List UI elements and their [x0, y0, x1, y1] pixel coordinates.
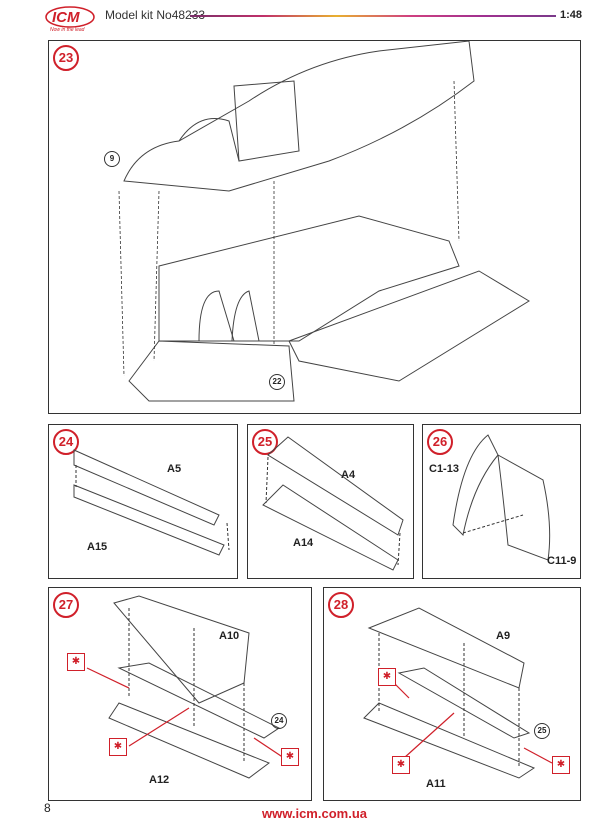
ref-step-22: 22: [269, 374, 285, 390]
part-label: A15: [87, 541, 108, 553]
stabilizer-drawing: [363, 607, 553, 779]
stabilizer-drawing: [86, 595, 285, 779]
step-number: 25: [252, 429, 278, 455]
icm-logo: ICM: [44, 4, 96, 30]
step-23-panel: 23 9 22: [48, 40, 581, 414]
part-label: C11-9: [547, 555, 577, 567]
logo-tagline: Now in the lead: [50, 27, 85, 33]
part-label: A9: [496, 630, 511, 642]
ref-step-24: 24: [271, 713, 287, 729]
step-27-panel: 27 ✱ ✱ ✱ A10 A12 24: [48, 587, 312, 801]
glue-icon: ✱: [378, 668, 396, 686]
step-25-panel: 25 A4 A14: [247, 424, 414, 579]
ref-step-9: 9: [104, 151, 120, 167]
ref-step-25: 25: [534, 723, 550, 739]
step-number: 23: [53, 45, 79, 71]
step-26-panel: 26 C1-13 C11-9: [422, 424, 581, 579]
canopy-drawing: [452, 434, 551, 561]
part-label: A14: [293, 537, 314, 549]
step-number: 28: [328, 592, 354, 618]
glue-icon: ✱: [67, 653, 85, 671]
step-number: 24: [53, 429, 79, 455]
part-label: A10: [219, 630, 240, 642]
step-24-panel: 24 A5 A15: [48, 424, 238, 579]
page-number: 8: [44, 801, 51, 815]
scale-label: 1:48: [560, 9, 583, 21]
glue-icon: ✱: [109, 738, 127, 756]
svg-text:ICM: ICM: [52, 9, 80, 26]
part-label: C1-13: [429, 463, 459, 475]
fuselage-cockpit-drawing: [118, 41, 530, 402]
step-number: 27: [53, 592, 79, 618]
glue-icon: ✱: [392, 756, 410, 774]
website-link[interactable]: www.icm.com.ua: [262, 806, 367, 821]
header-rule: [190, 15, 556, 17]
step-28-panel: 28 ✱ ✱ ✱ A9 A11 25: [323, 587, 581, 801]
part-label: A4: [341, 469, 356, 481]
glue-icon: ✱: [281, 748, 299, 766]
part-label: A11: [426, 778, 446, 790]
kit-number: Model kit No48233: [105, 8, 206, 22]
part-label: A5: [167, 463, 182, 475]
wing-part-drawing: [262, 436, 404, 571]
glue-icon: ✱: [552, 756, 570, 774]
part-label: A12: [149, 774, 170, 786]
wing-part-drawing: [73, 449, 230, 556]
step-number: 26: [427, 429, 453, 455]
